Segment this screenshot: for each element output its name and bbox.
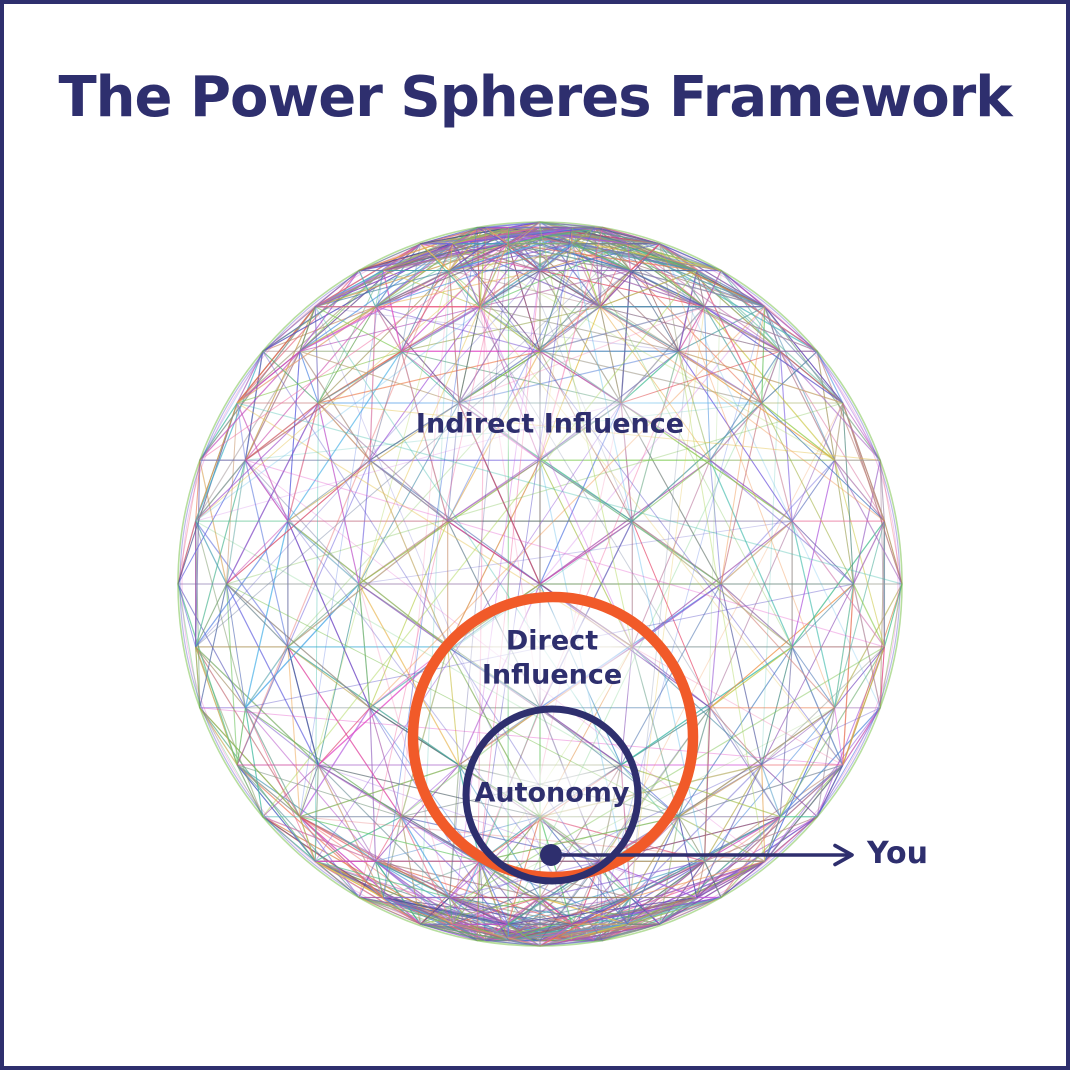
indirect-label-halo <box>385 382 715 466</box>
you-arrow <box>561 843 854 867</box>
direct-influence-label: Direct Influence <box>481 625 623 690</box>
you-label: You <box>867 835 928 871</box>
autonomy-label-halo <box>456 759 648 827</box>
sphere-network-svg <box>177 221 903 947</box>
page-title: The Power Spheres Framework <box>58 65 1012 130</box>
direct-label-halo <box>444 592 660 716</box>
indirect-influence-label: Indirect Influence <box>415 408 685 440</box>
network-sphere-lines <box>177 221 903 947</box>
you-dot <box>540 844 562 866</box>
autonomy-label: Autonomy <box>474 777 630 809</box>
you-arrow-head <box>833 843 854 867</box>
direct-influence-circle <box>407 591 699 883</box>
power-spheres-diagram: Indirect Influence Direct Influence Auto… <box>4 4 1066 1066</box>
autonomy-circle <box>462 705 642 885</box>
